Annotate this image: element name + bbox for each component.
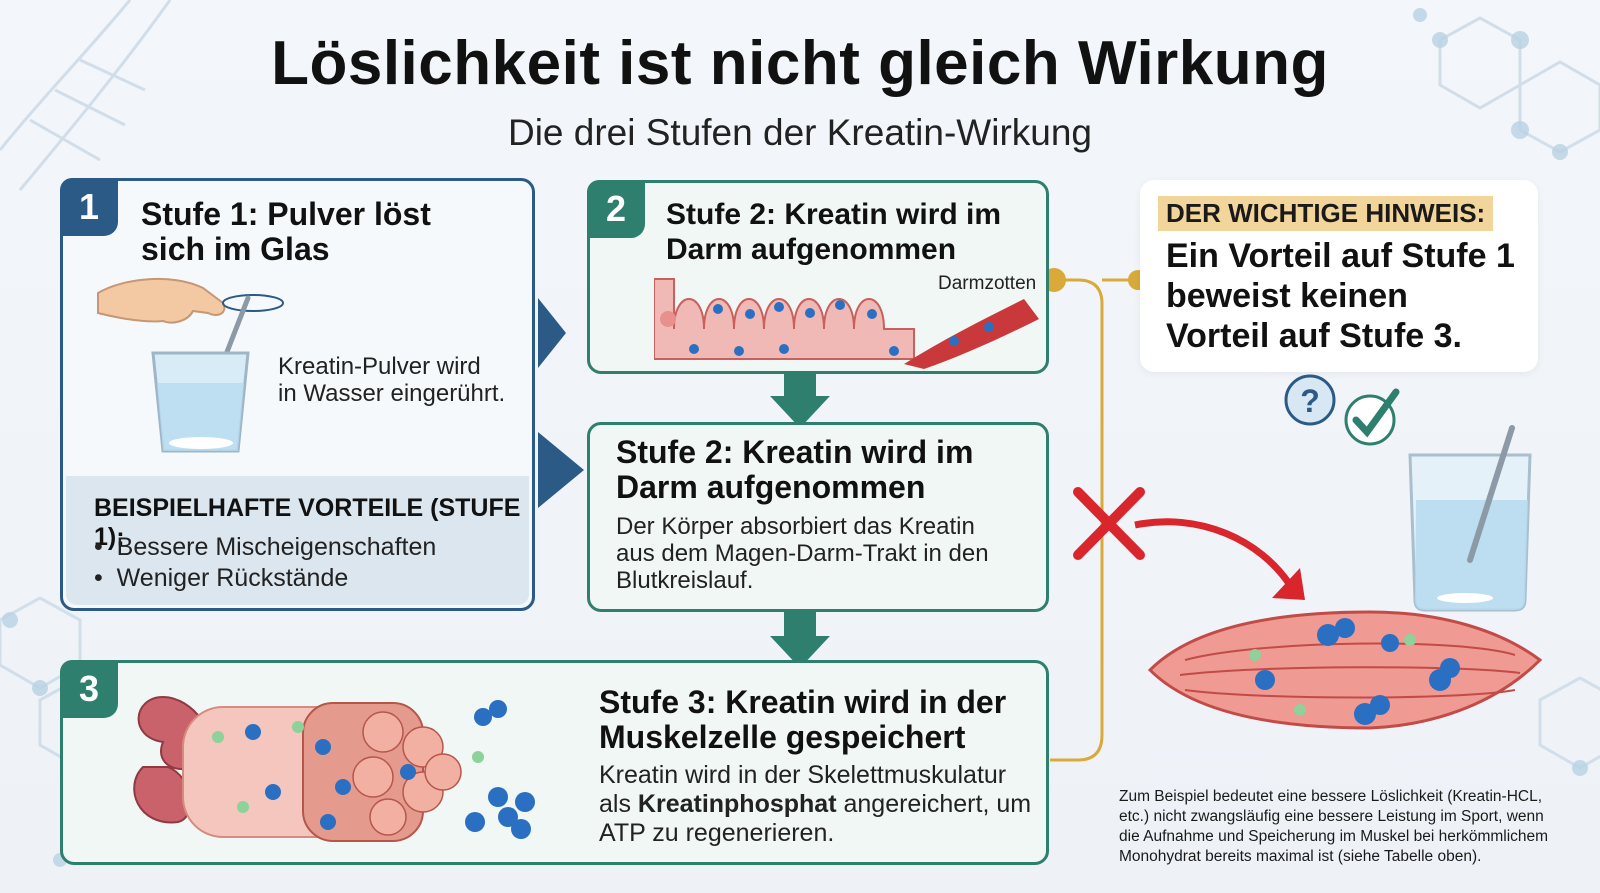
- stage3-title: Stufe 3: Kreatin wird in der Muskelzelle…: [599, 685, 1006, 755]
- stage1-title-line2: sich im Glas: [141, 231, 330, 267]
- stage2b-text: Der Körper absorbiert das Kreatin aus de…: [616, 513, 989, 594]
- checkmark-icon: [1344, 388, 1400, 446]
- stage1-text: Kreatin-Pulver wird in Wasser eingerührt…: [278, 353, 505, 407]
- stage3-text: Kreatin wird in der Skelettmuskulatur al…: [599, 761, 1031, 848]
- svg-text:?: ?: [1300, 383, 1320, 419]
- page-title: Löslichkeit ist nicht gleich Wirkung: [271, 29, 1329, 98]
- stage2b-title-line1: Stufe 2: Kreatin wird im: [616, 434, 974, 470]
- stage2b-text-line3: Blutkreislauf.: [616, 567, 754, 594]
- arrow-icon: [1134, 518, 1293, 587]
- stage2a-title-line1: Stufe 2: Kreatin wird im: [666, 198, 1002, 231]
- stage3-text-line2: als Kreatinphosphat angereichert, um: [599, 790, 1032, 818]
- list-item: • Weniger Rückstände: [94, 564, 349, 592]
- arrow-down-icon: [770, 368, 830, 428]
- stage2b-card: Stufe 2: Kreatin wird im Darm aufgenomme…: [587, 422, 1049, 612]
- stage3-text-line1: Kreatin wird in der Skelettmuskulatur: [599, 761, 1007, 789]
- hint-label: DER WICHTIGE HINWEIS:: [1158, 196, 1494, 231]
- hint-line1: Ein Vorteil auf Stufe 1: [1166, 237, 1515, 275]
- darmzotten-label: Darmzotten: [938, 273, 1037, 294]
- stage3-title-line2: Muskelzelle gespeichert: [599, 719, 966, 755]
- stage3-text-line3: ATP zu regenerieren.: [599, 819, 835, 847]
- stage1-benefits-panel: BEISPIELHAFTE VORTEILE (STUFE 1): • Bess…: [66, 476, 529, 605]
- stage2a-title: Stufe 2: Kreatin wird im Darm aufgenomme…: [666, 197, 1001, 267]
- stage2a-badge: 2: [587, 180, 645, 238]
- stage1-card: 1 Stufe 1: Pulver löst sich im Glas Krea…: [60, 178, 535, 611]
- stage2b-title: Stufe 2: Kreatin wird im Darm aufgenomme…: [616, 435, 973, 505]
- stage2a-card: 2 Stufe 2: Kreatin wird im Darm aufgenom…: [587, 180, 1049, 374]
- hint-line3: Vorteil auf Stufe 3.: [1166, 317, 1462, 355]
- cross-icon: [1073, 487, 1145, 560]
- footnote-line4: Monohydrat bereits maximal ist (siehe Ta…: [1119, 848, 1482, 865]
- stage1-title: Stufe 1: Pulver löst sich im Glas: [141, 197, 431, 267]
- stage1-benefits-list: • Bessere Mischeigenschaften • Weniger R…: [94, 532, 436, 594]
- hint-box: DER WICHTIGE HINWEIS: Ein Vorteil auf St…: [1140, 180, 1538, 372]
- stage1-title-line1: Stufe 1: Pulver löst: [141, 196, 431, 232]
- stage2b-text-line1: Der Körper absorbiert das Kreatin: [616, 513, 975, 540]
- muscle-cell-icon: [133, 695, 535, 842]
- stage1-benefits-title: BEISPIELHAFTE VORTEILE (STUFE 1):: [94, 494, 521, 551]
- stage1-text-line2: in Wasser eingerührt.: [278, 380, 506, 407]
- stage2b-text-line2: aus dem Magen-Darm-Trakt in den: [616, 540, 989, 567]
- arrow-right-icon: [538, 298, 566, 368]
- stage2a-title-line2: Darm aufgenommen: [666, 233, 957, 266]
- intestinal-villi-icon: [654, 278, 1039, 369]
- beaker-icon: [1408, 425, 1532, 612]
- glass-stirring-icon: [97, 278, 284, 453]
- stage1-badge: 1: [60, 178, 118, 236]
- footnote-line3: die Aufnahme und Speicherung im Muskel b…: [1119, 828, 1549, 845]
- muscle-icon: [1147, 610, 1543, 730]
- footnote: Zum Beispiel bedeutet eine bessere Lösli…: [1119, 787, 1589, 867]
- hint-line2: beweist keinen: [1166, 277, 1408, 315]
- hint-text: Ein Vorteil auf Stufe 1 beweist keinen V…: [1166, 236, 1526, 356]
- footnote-line1: Zum Beispiel bedeutet eine bessere Lösli…: [1119, 788, 1543, 805]
- question-icon: ?: [1284, 374, 1336, 426]
- stage3-card: 3 Stufe 3: Kreatin wird in der Muskelzel…: [60, 660, 1049, 865]
- page-subtitle: Die drei Stufen der Kreatin-Wirkung: [507, 112, 1093, 153]
- stage2b-title-line2: Darm aufgenommen: [616, 469, 926, 505]
- arrow-right-icon: [538, 432, 584, 508]
- stage3-title-line1: Stufe 3: Kreatin wird in der: [599, 684, 1007, 720]
- list-item: • Bessere Mischeigenschaften: [94, 533, 437, 561]
- footnote-line2: etc.) nicht zwangsläufig eine bessere Le…: [1119, 808, 1544, 825]
- stage3-badge: 3: [60, 660, 118, 718]
- arrow-down-icon: [770, 610, 830, 668]
- stage1-text-line1: Kreatin-Pulver wird: [278, 353, 481, 380]
